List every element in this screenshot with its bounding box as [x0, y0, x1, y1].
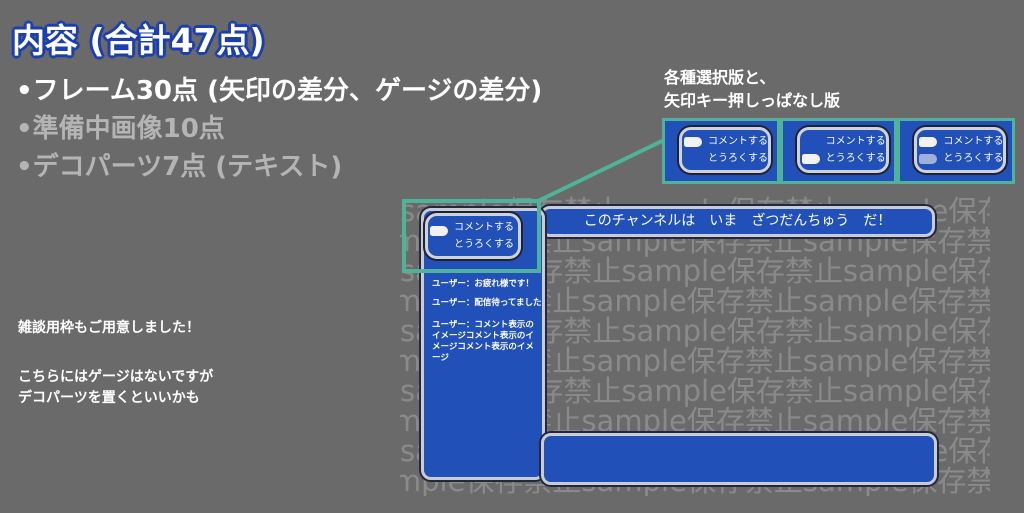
variant-thumbnails: コメントするとうろくする コメントするとうろくする コメントするとうろくする	[662, 118, 1016, 184]
pointing-hand-icon	[684, 137, 702, 147]
variant-subscribe-selected: コメントするとうろくする	[779, 118, 898, 184]
caption-line: 各種選択版と、	[664, 68, 776, 87]
chat-message: ユーザー：お疲れ様です！	[432, 279, 534, 289]
variant-comment-selected: コメントするとうろくする	[662, 118, 780, 184]
note-text: デコパーツを置くといいかも	[18, 390, 200, 406]
note-text: 雑談用枠もご用意しました！	[18, 320, 200, 336]
menu-item: コメントする	[825, 136, 886, 147]
banner-bar: このチャンネルは いま ざつだんちゅう だ！	[540, 206, 935, 237]
note-text: こちらにはゲージはないですが	[18, 369, 214, 385]
bullet-deco: •デコパーツ7点 (テキスト)	[16, 152, 343, 182]
chat-message: ユーザー：配信待ってました	[432, 298, 542, 308]
pointing-hand-icon	[430, 226, 448, 236]
menu-box: コメントする とうろくする	[425, 213, 521, 259]
bottom-bar	[541, 433, 937, 485]
highlight-box	[402, 199, 541, 273]
page-title: 内容 (合計47点)	[12, 21, 265, 60]
menu-item-subscribe[interactable]: とうろくする	[454, 239, 514, 250]
chat-message: ユーザー：コメント表示のイメージコメント表示のイメージコメント表示のイメージ	[432, 320, 534, 363]
pointing-hand-icon	[801, 154, 820, 164]
bullet-frames: •フレーム30点 (矢印の差分、ゲージの差分)	[16, 76, 543, 106]
bullet-standby: •準備中画像10点	[16, 114, 225, 144]
menu-item: とうろくする	[825, 153, 886, 164]
pointing-hand-icon	[919, 137, 938, 147]
menu-item: コメントする	[943, 136, 1004, 147]
menu-item-comment[interactable]: コメントする	[454, 222, 514, 233]
menu-item: とうろくする	[943, 153, 1004, 164]
menu-item: コメントする	[708, 136, 768, 147]
variants-caption: 各種選択版と、 矢印キー押しっぱなし版	[664, 66, 840, 112]
menu-item: とうろくする	[708, 153, 768, 164]
variant-key-held: コメントするとうろくする	[897, 118, 1016, 184]
caption-line: 矢印キー押しっぱなし版	[664, 91, 841, 110]
pointing-hand-icon	[919, 154, 938, 164]
